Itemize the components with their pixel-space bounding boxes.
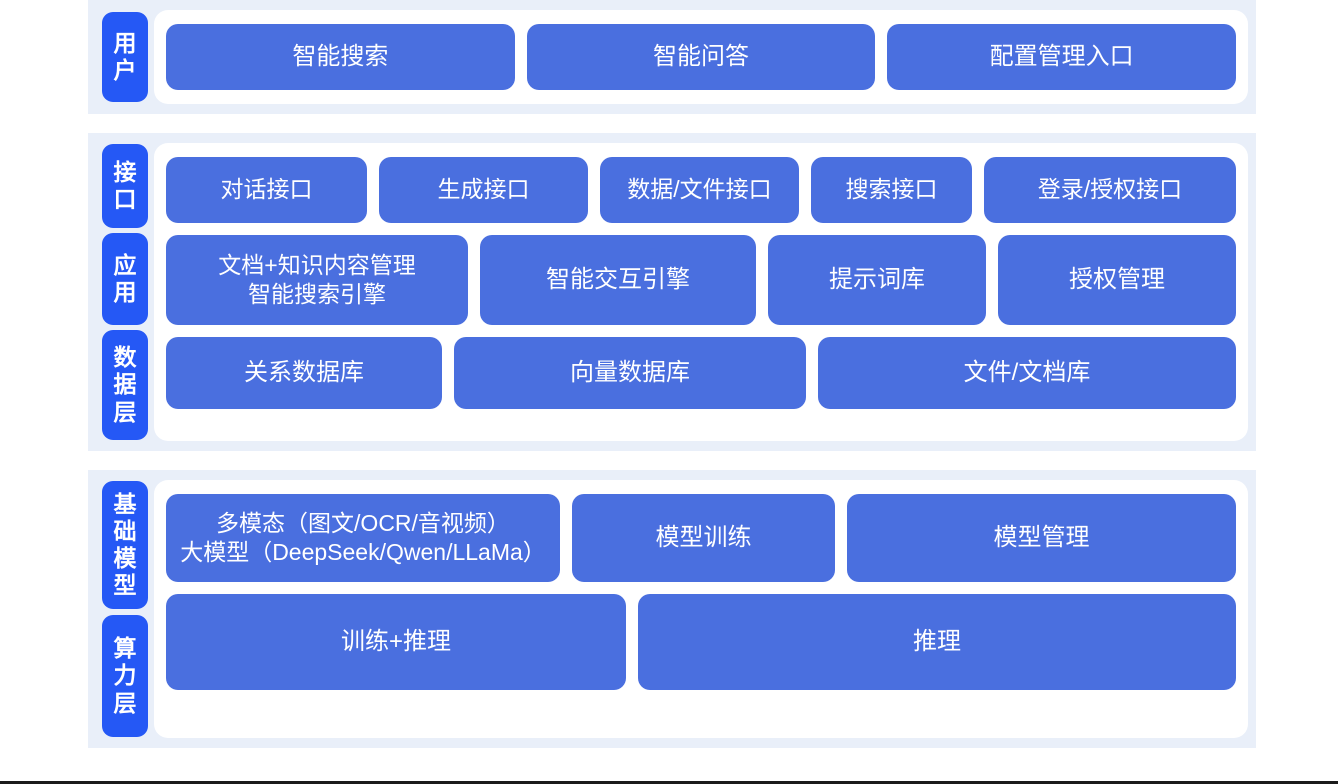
rail-core: 接口 应用 数据层: [88, 133, 148, 451]
rail-base: 基础模型 算力层: [88, 470, 148, 748]
card-login-authorization-api[interactable]: 登录/授权接口: [984, 157, 1236, 223]
card-prompt-library[interactable]: 提示词库: [768, 235, 986, 325]
card-smart-qa[interactable]: 智能问答: [526, 24, 876, 90]
card-vector-database[interactable]: 向量数据库: [454, 337, 806, 409]
card-model-management[interactable]: 模型管理: [847, 494, 1236, 582]
panel-base: 多模态（图文/OCR/音视频） 大模型（DeepSeek/Qwen/LLaMa）…: [154, 480, 1248, 738]
architecture-diagram: 用户 智能搜索 智能问答 配置管理入口 接口 应用 数据层 对话接: [88, 0, 1256, 748]
layer-chip-data: 数据层: [102, 330, 148, 440]
bottom-rule: [0, 781, 1338, 784]
card-smart-interaction-engine[interactable]: 智能交互引擎: [480, 235, 756, 325]
card-file-document-store[interactable]: 文件/文档库: [818, 337, 1236, 409]
layer-chip-foundation-model-label: 基础模型: [113, 490, 138, 599]
section-base-layers: 基础模型 算力层 多模态（图文/OCR/音视频） 大模型（DeepSeek/Qw…: [88, 470, 1256, 748]
card-multimodal-large-model[interactable]: 多模态（图文/OCR/音视频） 大模型（DeepSeek/Qwen/LLaMa）: [166, 494, 560, 582]
card-relational-database[interactable]: 关系数据库: [166, 337, 442, 409]
card-smart-search[interactable]: 智能搜索: [166, 24, 515, 90]
card-search-api[interactable]: 搜索接口: [811, 157, 972, 223]
section-user-layer: 用户 智能搜索 智能问答 配置管理入口: [88, 0, 1256, 114]
layer-chip-application-label: 应用: [113, 251, 138, 305]
card-generation-api[interactable]: 生成接口: [379, 157, 588, 223]
card-document-knowledge-management[interactable]: 文档+知识内容管理 智能搜索引擎: [166, 235, 468, 325]
row-compute: 训练+推理 推理: [166, 594, 1236, 690]
card-inference[interactable]: 推理: [638, 594, 1236, 690]
layer-chip-data-label: 数据层: [113, 344, 138, 425]
layer-chip-user-label: 用户: [113, 29, 138, 83]
layer-chip-interface: 接口: [102, 144, 148, 228]
panel-core: 对话接口 生成接口 数据/文件接口 搜索接口 登录/授权接口 文档+知识内容管理…: [154, 143, 1248, 441]
row-interface: 对话接口 生成接口 数据/文件接口 搜索接口 登录/授权接口: [166, 157, 1236, 223]
row-application: 文档+知识内容管理 智能搜索引擎 智能交互引擎 提示词库 授权管理: [166, 235, 1236, 325]
layer-chip-application: 应用: [102, 233, 148, 325]
card-config-management-entry[interactable]: 配置管理入口: [887, 24, 1237, 90]
panel-user: 智能搜索 智能问答 配置管理入口: [154, 10, 1248, 104]
layer-chip-foundation-model: 基础模型: [102, 481, 148, 609]
card-dialog-api[interactable]: 对话接口: [166, 157, 367, 223]
card-training-and-inference[interactable]: 训练+推理: [166, 594, 626, 690]
card-model-training[interactable]: 模型训练: [572, 494, 835, 582]
layer-chip-compute-label: 算力层: [113, 635, 138, 716]
card-authorization-management[interactable]: 授权管理: [998, 235, 1236, 325]
layer-chip-user: 用户: [102, 12, 148, 102]
section-core-layers: 接口 应用 数据层 对话接口 生成接口 数据/文件接口 搜索接口 登录/授权接口…: [88, 133, 1256, 451]
row-foundation-model: 多模态（图文/OCR/音视频） 大模型（DeepSeek/Qwen/LLaMa）…: [166, 494, 1236, 582]
layer-chip-interface-label: 接口: [113, 158, 138, 212]
layer-chip-compute: 算力层: [102, 615, 148, 737]
card-data-file-api[interactable]: 数据/文件接口: [600, 157, 799, 223]
row-data: 关系数据库 向量数据库 文件/文档库: [166, 337, 1236, 409]
row-user: 智能搜索 智能问答 配置管理入口: [166, 24, 1237, 90]
rail-user: 用户: [88, 0, 148, 114]
